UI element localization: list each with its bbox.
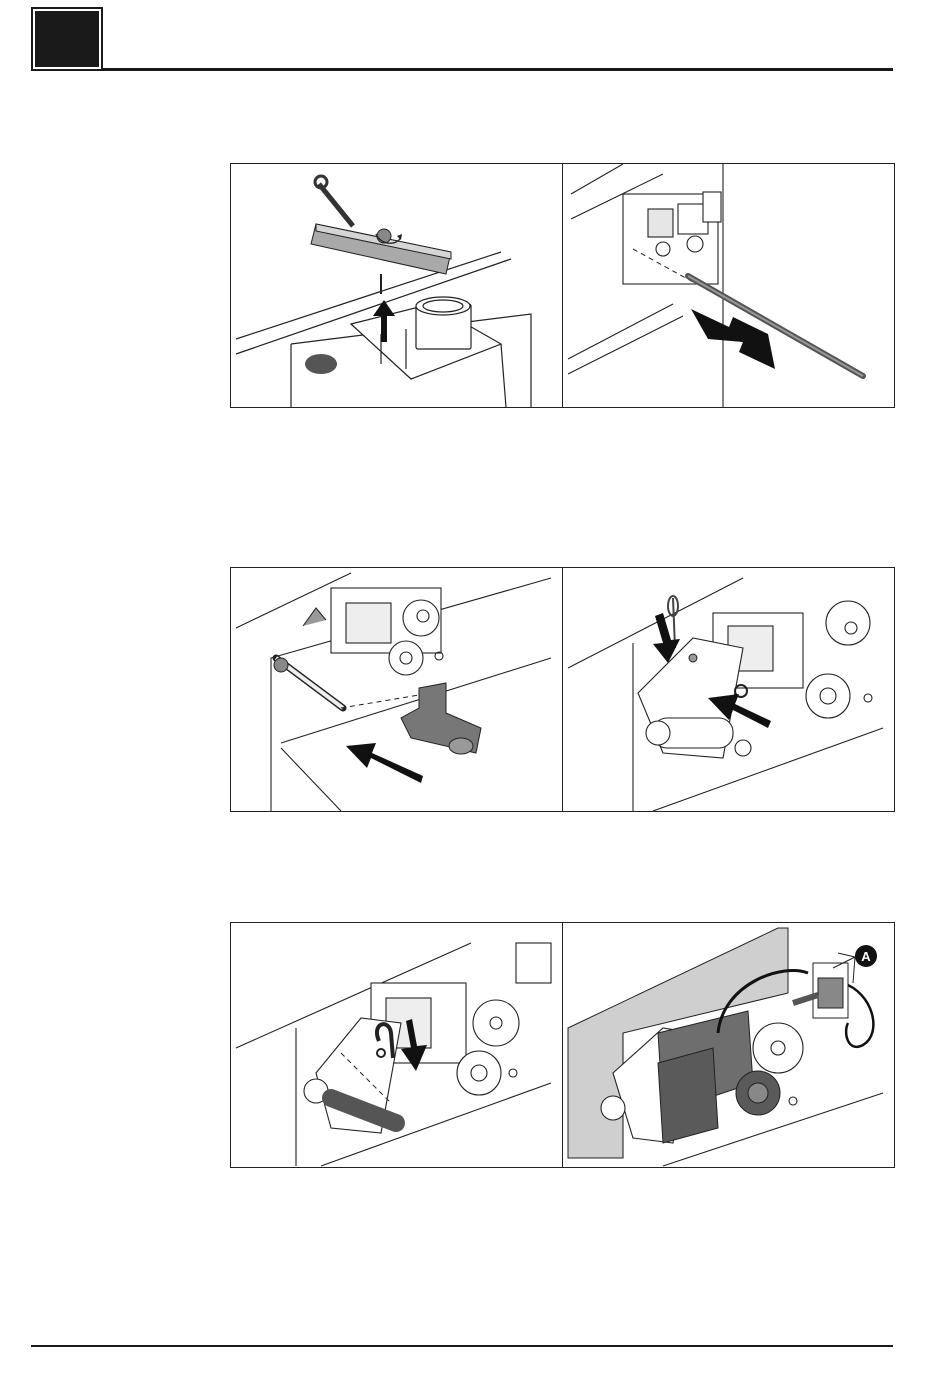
callout-a-label: A bbox=[861, 949, 871, 964]
microswitch bbox=[818, 978, 843, 1008]
cover-plate-removal-illustration bbox=[231, 164, 562, 407]
figure-1-right-panel bbox=[563, 164, 894, 407]
motor-wiring-illustration: A bbox=[563, 923, 894, 1167]
callout-a: A bbox=[855, 945, 877, 967]
figure-3: A bbox=[230, 922, 895, 1168]
figure-1 bbox=[230, 163, 895, 408]
arrow-insert-icon bbox=[346, 743, 423, 783]
vent-grille-icon bbox=[305, 354, 337, 374]
chapter-tab bbox=[31, 7, 103, 71]
figure-3-left-panel bbox=[231, 923, 562, 1167]
figure-2-right-panel bbox=[563, 568, 894, 811]
figure-1-left-panel bbox=[231, 164, 562, 407]
figure-2 bbox=[230, 567, 895, 812]
retaining-clip-fitting-illustration bbox=[231, 923, 562, 1167]
figure-2-left-panel bbox=[231, 568, 562, 811]
header-rule bbox=[103, 68, 893, 71]
split-pin-fitting-illustration bbox=[563, 568, 894, 811]
shaft-insertion-illustration bbox=[563, 164, 894, 407]
footer-rule bbox=[31, 1345, 893, 1347]
figure-3-right-panel: A bbox=[563, 923, 894, 1167]
lever-arm-fitting-illustration bbox=[231, 568, 562, 811]
